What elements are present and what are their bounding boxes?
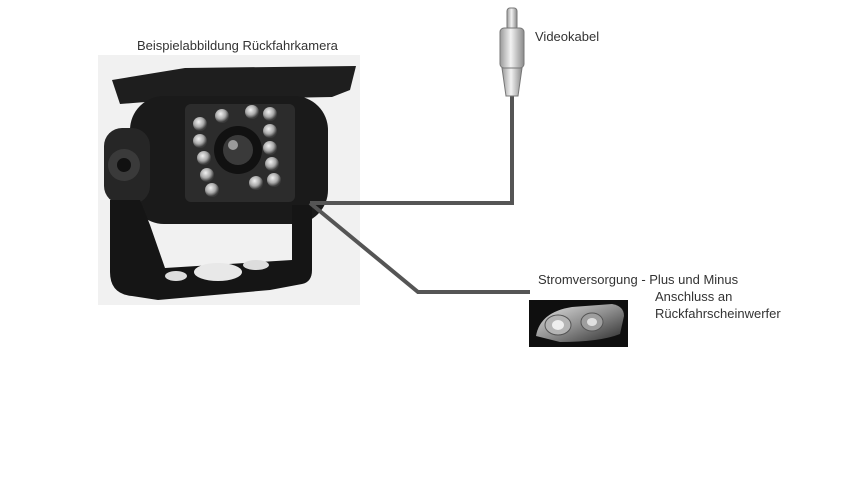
power-cable	[308, 201, 530, 294]
tail-lamp-image	[529, 300, 628, 347]
power-supply-label-line1: Stromversorgung - Plus und Minus	[538, 272, 739, 287]
camera-caption: Beispielabbildung Rückfahrkamera	[137, 38, 338, 53]
video-cable	[310, 96, 514, 205]
rear-camera-image	[98, 55, 360, 305]
power-supply-label-line3: Rückfahrscheinwerfer	[655, 306, 781, 321]
video-cable-label: Videokabel	[535, 29, 600, 44]
video-plug	[499, 7, 525, 97]
power-supply-label-line2: Anschluss an	[655, 289, 733, 304]
